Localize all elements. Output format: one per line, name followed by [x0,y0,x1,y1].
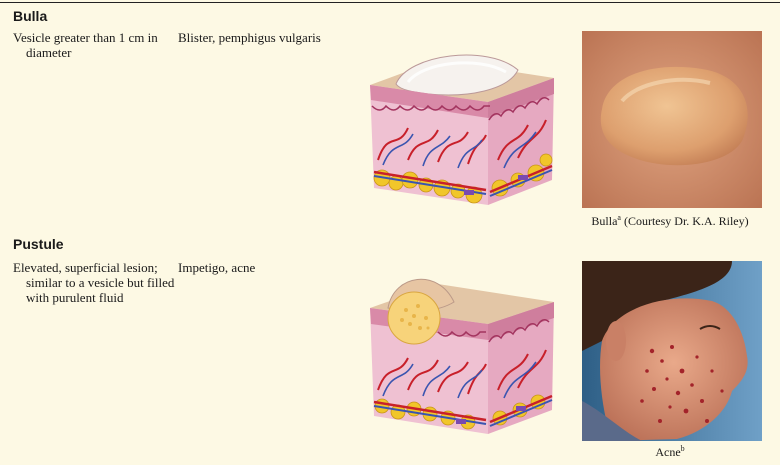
bulla-title: Bulla [13,8,48,24]
bulla-examples: Blister, pemphigus vulgaris [178,30,321,45]
top-rule [0,2,780,3]
bulla-section: Bulla Vesicle greater than 1 cm in diame… [0,4,780,234]
acne-caption-footnote: b [680,444,685,453]
bulla-caption: Bullaa (Courtesy Dr. K.A. Riley) [560,214,780,229]
pustule-skin-illustration [368,266,558,444]
acne-caption: Acneb [560,445,780,460]
pustule-section: Pustule Elevated, superficial lesion; si… [0,234,780,465]
acne-photo [582,261,762,441]
bulla-caption-footnote: a [617,213,621,222]
bulla-description: Vesicle greater than 1 cm in diameter [13,30,158,60]
bulla-caption-label: Bulla [591,214,618,228]
pustule-examples: Impetigo, acne [178,260,256,275]
pustule-title: Pustule [13,236,64,252]
bulla-skin-illustration [368,40,558,215]
pustule-description: Elevated, superficial lesion; similar to… [13,260,175,305]
bulla-caption-credit: (Courtesy Dr. K.A. Riley) [620,214,749,228]
bulla-photo [582,31,762,208]
acne-caption-label: Acne [655,445,681,459]
